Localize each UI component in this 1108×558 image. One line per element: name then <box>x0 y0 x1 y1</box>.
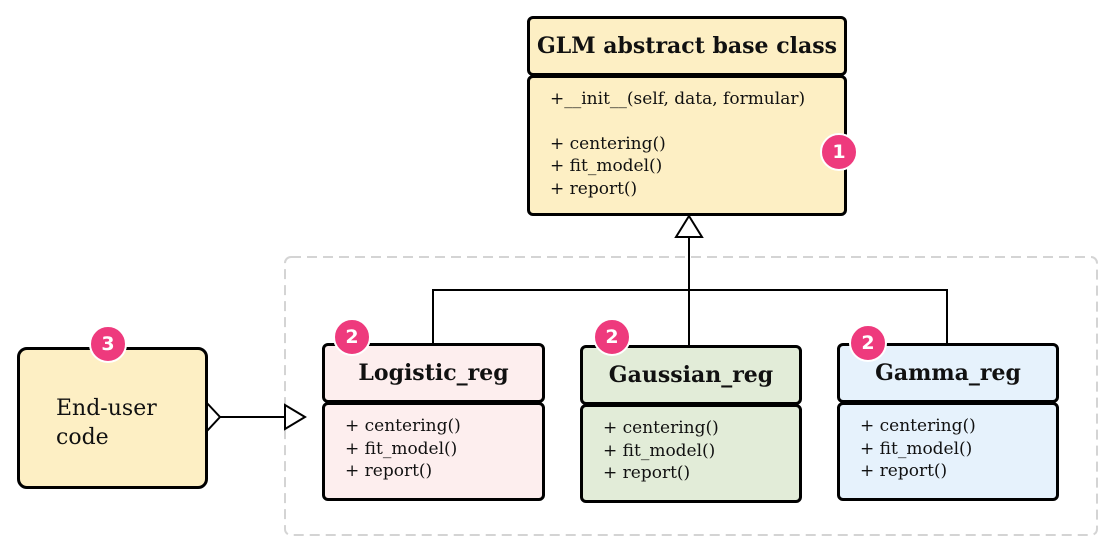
glm-base-class-body: +__init__(self, data, formular) + center… <box>527 75 847 216</box>
logistic-reg-title: Logistic_reg <box>358 360 509 386</box>
end-user-line-1: End-user <box>56 396 157 421</box>
gaussian-reg-title: Gaussian_reg <box>608 362 774 388</box>
subclass-group-border <box>284 256 1098 536</box>
method-fit-model: + fit_model() <box>550 156 663 176</box>
method-fit-model: + fit_model() <box>345 438 458 459</box>
end-user-label: End-user code <box>56 394 157 452</box>
badge-1: 1 <box>820 133 858 171</box>
logistic-reg-body: + centering() + fit_model() + report() <box>322 402 545 501</box>
association-arrowhead <box>284 403 307 431</box>
init-method: +__init__(self, data, formular) <box>550 89 806 109</box>
badge-2-gamma: 2 <box>849 324 887 362</box>
end-user-line-2: code <box>56 425 109 450</box>
method-report: + report() <box>860 461 948 481</box>
gamma-reg-body: + centering() + fit_model() + report() <box>837 402 1059 501</box>
method-fit-model: + fit_model() <box>603 440 716 461</box>
glm-base-class-title: GLM abstract base class <box>537 33 837 59</box>
glm-base-class-title-box: GLM abstract base class <box>527 16 847 76</box>
method-report: + report() <box>603 463 691 483</box>
method-report: + report() <box>550 178 638 199</box>
inheritance-branch <box>432 289 948 345</box>
method-report: + report() <box>345 461 433 481</box>
gamma-reg-title: Gamma_reg <box>875 360 1021 386</box>
method-centering: + centering() <box>345 416 461 436</box>
gaussian-reg-body: + centering() + fit_model() + report() <box>580 404 802 503</box>
inheritance-arrowhead <box>674 214 704 238</box>
method-centering: + centering() <box>603 418 719 438</box>
badge-2-logistic: 2 <box>333 318 371 356</box>
method-centering: + centering() <box>860 416 976 436</box>
end-user-code-box: End-user code <box>17 347 208 489</box>
method-fit-model: + fit_model() <box>860 438 973 459</box>
method-centering: + centering() <box>550 133 666 154</box>
badge-3: 3 <box>89 325 127 363</box>
badge-2-gaussian: 2 <box>593 318 631 356</box>
